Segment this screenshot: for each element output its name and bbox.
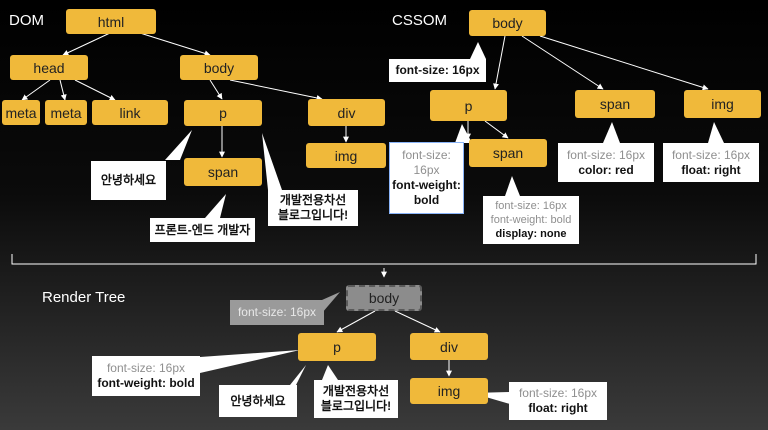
style-font-size: font-size: 16px (518, 386, 598, 400)
callout-text-line: 블로그입니다! (277, 208, 349, 222)
cssom-p-node: p (430, 90, 507, 121)
cssom-p-style: font-size: 16px font-weight: bold (389, 142, 464, 214)
cssom-title: CSSOM (392, 12, 448, 29)
render-callout-hello: 안녕하세요 (219, 385, 297, 417)
style-font-size: font-size: 16px (671, 147, 751, 162)
cssom-span-style: font-size: 16px color: red (558, 143, 654, 182)
style-color: color: red (578, 162, 634, 177)
dom-body-node: body (180, 55, 258, 80)
style-font-weight: font-weight: bold (97, 376, 195, 390)
cssom-img-style: font-size: 16px float: right (663, 143, 759, 182)
cssom-span-nested-node: span (469, 139, 547, 167)
callout-text-line: 개발전용차선 (322, 384, 390, 398)
style-float: float: right (681, 162, 741, 177)
callout-text: 프론트-엔드 개발자 (154, 222, 251, 237)
dom-meta-node: meta (2, 100, 40, 125)
cssom-span-node: span (575, 90, 655, 118)
cssom-body-node: body (469, 10, 546, 36)
render-body-node: body (346, 285, 422, 311)
dom-p-node: p (184, 100, 262, 126)
dom-img-node: img (306, 143, 386, 168)
style-font-size: font-size: 16px (566, 147, 646, 162)
cssom-body-style: font-size: 16px (389, 59, 486, 82)
style-font-size: font-size: 16px (237, 305, 317, 319)
style-font-size: font-size: 16px (495, 200, 567, 212)
style-font-size: font-size: (402, 148, 451, 162)
style-font-weight: font-weight: (392, 178, 461, 192)
callout-text: 안녕하세요 (230, 393, 286, 408)
style-font-size: font-size: 16px (395, 63, 480, 77)
callout-text-blog: 개발전용차선 블로그입니다! (268, 190, 358, 226)
render-p-node: p (298, 333, 376, 361)
render-p-style: font-size: 16px font-weight: bold (92, 356, 200, 396)
cssom-span-nested-style: font-size: 16px font-weight: bold displa… (483, 196, 579, 244)
style-display: display: none (495, 228, 567, 240)
dom-meta-node: meta (45, 100, 87, 125)
dom-link-node: link (92, 100, 168, 125)
render-img-node: img (410, 378, 488, 404)
style-font-weight: bold (413, 193, 440, 207)
callout-text-line: 개발전용차선 (279, 193, 347, 207)
render-div-node: div (410, 333, 488, 360)
render-tree-title: Render Tree (42, 289, 126, 306)
style-float: float: right (528, 401, 588, 415)
dom-head-node: head (10, 55, 88, 80)
callout-text-hello: 안녕하세요 (91, 161, 166, 200)
dom-div-node: div (308, 99, 385, 126)
style-font-size: 16px (413, 163, 440, 177)
render-callout-blog: 개발전용차선 블로그입니다! (314, 380, 398, 418)
render-body-style: font-size: 16px (230, 300, 324, 325)
callout-text: 안녕하세요 (100, 173, 157, 187)
cssom-img-node: img (684, 90, 761, 118)
callout-text-line: 블로그입니다! (320, 399, 392, 413)
dom-span-node: span (184, 158, 262, 186)
callout-text-span: 프론트-엔드 개발자 (150, 218, 255, 242)
dom-html-node: html (66, 9, 156, 34)
style-font-size: font-size: 16px (106, 361, 186, 375)
render-img-style: font-size: 16px float: right (509, 382, 607, 420)
dom-title: DOM (9, 12, 44, 29)
style-font-weight: font-weight: bold (490, 214, 572, 226)
